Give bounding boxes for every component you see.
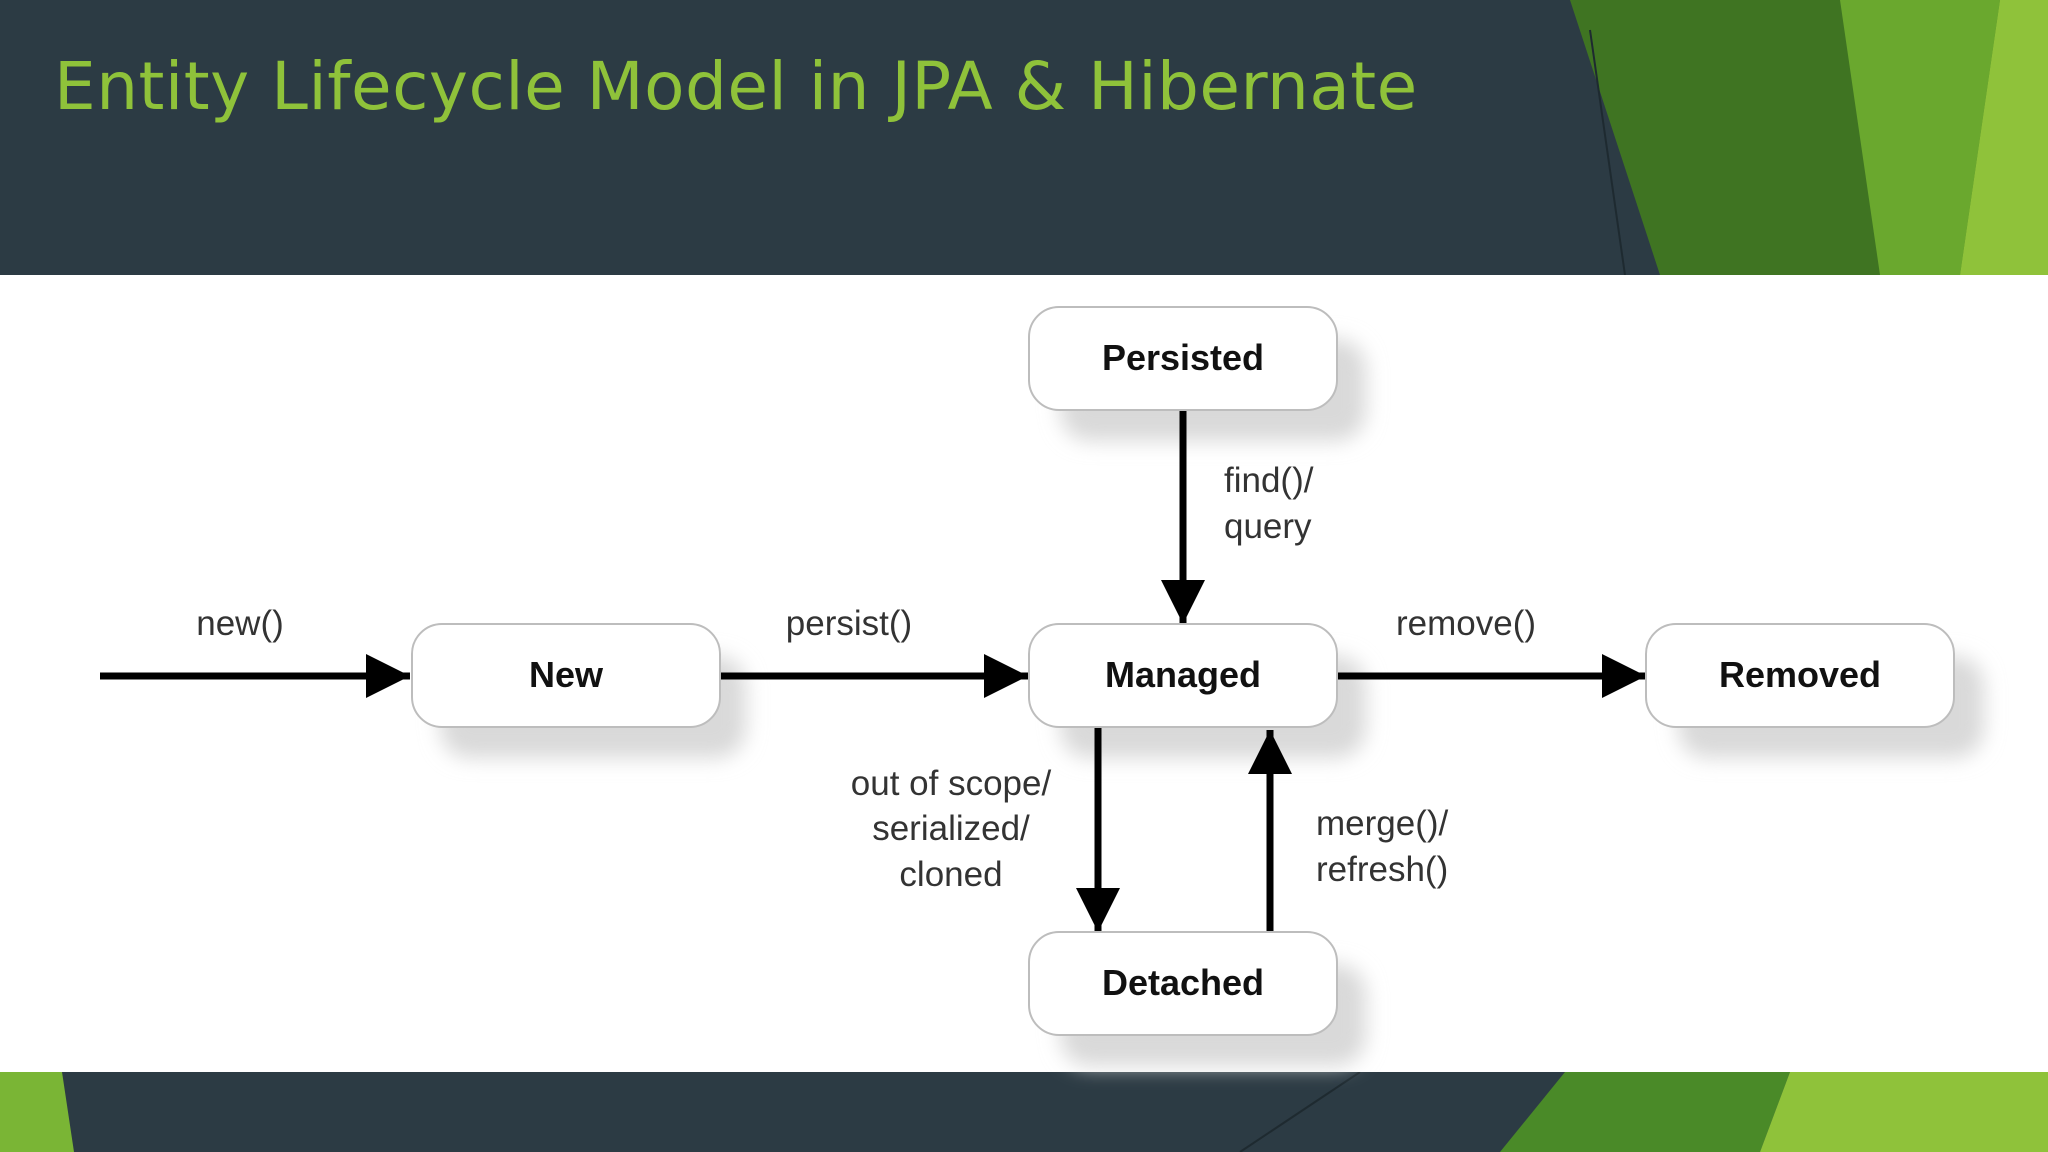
label-find: find()/ xyxy=(1224,461,1314,500)
header-accent-light xyxy=(1960,0,2048,275)
state-detached: Detached xyxy=(1028,931,1338,1036)
footer-accent-dark xyxy=(1500,1072,1790,1152)
state-new-label: New xyxy=(529,654,604,695)
state-removed-label: Removed xyxy=(1719,654,1881,695)
header-accent-line xyxy=(1589,29,1626,275)
state-managed: Managed xyxy=(1028,623,1338,728)
state-new: New xyxy=(411,623,721,728)
footer-accent-light xyxy=(1760,1072,2048,1152)
header-accent-mid xyxy=(1840,0,2000,275)
label-serialized: serialized/ xyxy=(872,809,1030,848)
header-band: Entity Lifecycle Model in JPA & Hibernat… xyxy=(0,0,2048,275)
label-new: new() xyxy=(196,604,284,643)
label-persist: persist() xyxy=(786,604,912,643)
footer-decoration xyxy=(0,1072,2048,1152)
state-removed: Removed xyxy=(1645,623,1955,728)
transition-labels: new() persist() remove() find()/ query o… xyxy=(196,461,1536,894)
state-managed-label: Managed xyxy=(1105,654,1261,695)
header-decoration xyxy=(1570,0,2048,275)
label-out-of-scope: out of scope/ xyxy=(851,764,1052,803)
label-cloned: cloned xyxy=(899,855,1002,894)
label-merge: merge()/ xyxy=(1316,804,1449,843)
state-detached-label: Detached xyxy=(1102,962,1264,1003)
label-remove: remove() xyxy=(1396,604,1536,643)
footer-band xyxy=(0,1072,2048,1152)
slide-title: Entity Lifecycle Model in JPA & Hibernat… xyxy=(54,48,1418,125)
state-persisted: Persisted xyxy=(1028,306,1338,411)
transitions xyxy=(100,409,1646,935)
footer-accent-line xyxy=(1239,1072,1361,1152)
state-persisted-label: Persisted xyxy=(1102,337,1264,378)
footer-accent-left xyxy=(0,1072,74,1152)
label-refresh: refresh() xyxy=(1316,850,1448,889)
label-query: query xyxy=(1224,507,1312,546)
